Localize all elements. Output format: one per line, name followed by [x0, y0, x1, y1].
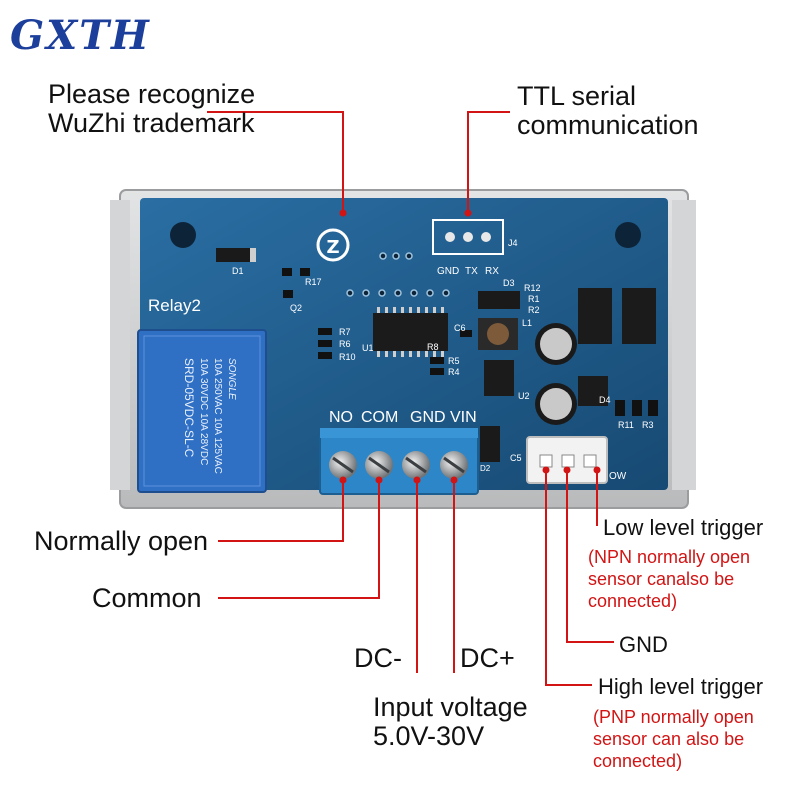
high-level-note: (PNP normally open sensor can also be co…: [593, 707, 754, 771]
j4-label: J4: [508, 238, 518, 248]
brand-logo: GXTH: [10, 12, 151, 59]
high-level-trigger-label: High level trigger: [598, 674, 764, 699]
ref-u1: U1: [362, 343, 374, 353]
leader-lines: [207, 111, 614, 686]
ref-r12: R12: [524, 283, 541, 293]
normally-open-label: Normally open: [34, 526, 209, 556]
relay-body-text: SONGLE 10A 250VAC 10A 125VAC 10A 30VDC 1…: [150, 340, 260, 480]
ref-u2: U2: [518, 391, 530, 401]
header-label-gnd: GND: [437, 266, 460, 277]
ref-r6: R6: [339, 339, 351, 349]
ref-r3: R3: [642, 420, 654, 430]
input-voltage-label: Input voltage 5.0V-30V: [373, 692, 528, 751]
low-level-note: (NPN normally open sensor canalso be con…: [588, 547, 751, 611]
terminal-label-gnd: GND: [410, 409, 446, 426]
ref-r10: R10: [339, 352, 356, 362]
svg-text:Z: Z: [326, 237, 339, 258]
ref-r17: R17: [305, 277, 322, 287]
relay-silk-label: Relay2: [148, 296, 201, 315]
dc-minus-label: DC-: [354, 643, 402, 673]
ref-c6: C6: [454, 323, 466, 333]
header-label-tx: TX: [465, 266, 478, 277]
terminal-label-com: COM: [361, 409, 399, 426]
ref-ow: OW: [609, 471, 627, 482]
relay: [137, 329, 267, 493]
gnd-label: GND: [619, 632, 668, 657]
ref-q2: Q2: [290, 303, 303, 313]
ref-r4: R4: [448, 367, 460, 377]
relay-model: SRD-05VDC-SL-C: [182, 358, 196, 458]
ref-r11: R11: [618, 420, 634, 430]
ref-l1: L1: [522, 318, 533, 328]
ref-d4: D4: [599, 395, 611, 405]
ref-r5: R5: [448, 356, 460, 366]
trademark-label: Please recognize WuZhi trademark: [48, 79, 256, 138]
ref-r1: R1: [528, 294, 540, 304]
ref-d1: D1: [232, 266, 244, 276]
common-label: Common: [92, 583, 202, 613]
ref-r8: R8: [427, 342, 439, 352]
ttl-label: TTL serial communication: [517, 81, 699, 140]
ref-r2: R2: [528, 305, 540, 315]
dc-plus-label: DC+: [460, 643, 515, 673]
relay-rating-2: 10A 30VDC 10A 28VDC: [198, 358, 209, 466]
relay-brand: SONGLE: [226, 358, 237, 400]
ref-d2: D2: [480, 464, 491, 473]
ref-r7: R7: [339, 327, 351, 337]
terminal-label-vin: VIN: [450, 409, 477, 426]
low-level-trigger-label: Low level trigger: [603, 515, 764, 540]
header-label-rx: RX: [485, 266, 499, 277]
ref-c5: C5: [510, 453, 522, 463]
ref-d3: D3: [503, 278, 515, 288]
terminal-label-no: NO: [329, 409, 353, 426]
relay-rating-1: 10A 250VAC 10A 125VAC: [212, 358, 223, 474]
